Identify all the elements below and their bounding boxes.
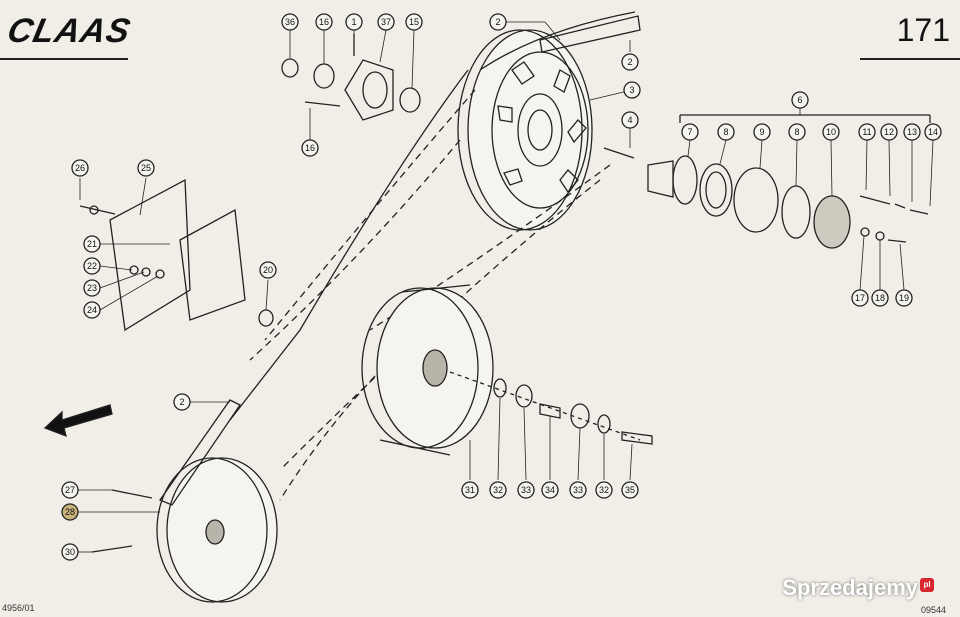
callout-19: 19 [899,293,909,303]
page-number: 171 [896,12,950,48]
callout-33b: 33 [573,485,583,495]
callout-25: 25 [141,163,151,173]
footer-code-left: 4956/01 [2,603,35,613]
callout-1: 1 [351,17,356,27]
callout-8b: 8 [794,127,799,137]
logo-underline [0,58,128,60]
middle-pulley [361,284,641,456]
callout-27: 27 [65,485,75,495]
page-number-underline [860,58,960,60]
callout-8: 8 [723,127,728,137]
callout-18: 18 [875,293,885,303]
callout-7: 7 [687,127,692,137]
direction-arrow-icon [43,404,113,438]
callout-16b: 16 [305,143,315,153]
callout-28: 28 [65,507,75,517]
callout-4: 4 [627,115,632,125]
callout-31: 31 [465,485,475,495]
tensioner-bracket [79,178,274,332]
callout-circles [61,13,942,561]
group-6-bracket [679,114,931,123]
lower-left-bolts [91,489,153,553]
callout-6: 6 [797,95,802,105]
callout-12: 12 [884,127,894,137]
footer-code-right: 09544 [920,605,946,615]
callout-11: 11 [862,127,871,137]
callout-30: 30 [65,547,75,557]
middle-axle-parts [493,378,653,445]
callout-33: 33 [521,485,531,495]
watermark-text: Sprzedajemy [782,575,918,600]
top-hub-assembly [281,34,421,121]
callout-32b: 32 [599,485,609,495]
callout-14: 14 [928,127,938,137]
callout-10: 10 [826,127,836,137]
callout-23: 23 [87,283,97,293]
callout-3: 3 [629,85,634,95]
callout-labels: 36 16 1 37 15 16 2 2 3 4 6 7 8 9 8 10 11… [65,17,938,557]
callout-20: 20 [263,265,273,275]
callout-13: 13 [907,127,917,137]
key-part [603,147,635,159]
right-hub-parts [647,155,929,249]
callout-17: 17 [855,293,865,303]
callout-26: 26 [75,163,85,173]
callout-2-left: 2 [179,397,184,407]
upper-belt [229,11,641,421]
callout-35: 35 [625,485,635,495]
upper-pulley [457,29,593,231]
callout-32: 32 [493,485,503,495]
callout-22: 22 [87,261,97,271]
callout-15: 15 [409,17,419,27]
callout-2-right: 2 [627,57,632,67]
callout-36: 36 [285,17,295,27]
callout-24: 24 [87,305,97,315]
callout-2-top: 2 [495,17,500,27]
callout-21: 21 [87,239,97,249]
callout-34: 34 [545,485,555,495]
callout-9: 9 [759,127,764,137]
callout-37: 37 [381,17,391,27]
watermark-badge-icon: pl [920,577,934,592]
lower-pulley [156,399,278,603]
callout-16: 16 [319,17,329,27]
